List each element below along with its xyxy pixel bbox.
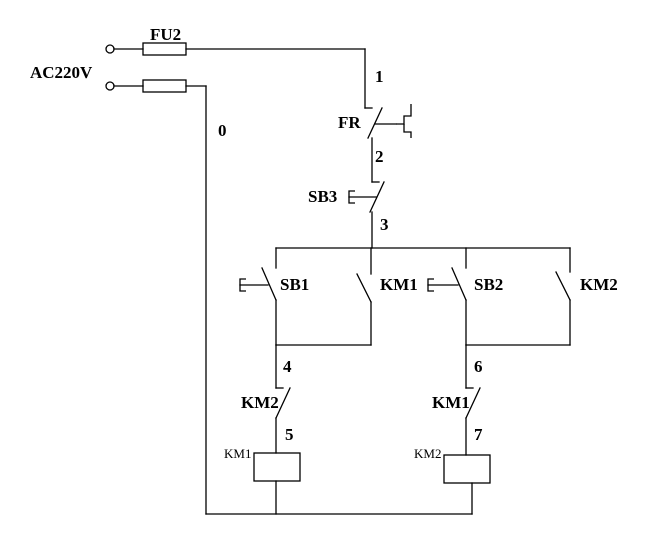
reverse-coil: [443, 454, 491, 515]
reverse-start-label: SB2: [474, 275, 503, 294]
supply-voltage-label: AC220V: [30, 63, 93, 82]
forward-hold-label: KM1: [380, 275, 418, 294]
node-label-5: 5: [285, 425, 294, 444]
node-label-3: 3: [380, 215, 389, 234]
node-label-2: 2: [375, 147, 384, 166]
forward-start-contact: [239, 247, 277, 346]
fuse-fu2: [142, 42, 187, 56]
forward-interlock-label: KM2: [241, 393, 279, 412]
node-label-0: 0: [218, 121, 227, 140]
node-label-7: 7: [474, 425, 483, 444]
node-label-6: 6: [474, 357, 483, 376]
line-phase: [113, 42, 366, 109]
reverse-coil-label: KM2: [414, 446, 441, 461]
fuse-neutral: [142, 79, 187, 93]
supply-terminal-top: [105, 44, 115, 54]
stop-button-contact: [348, 181, 385, 249]
reverse-hold-label: KM2: [580, 275, 618, 294]
reverse-interlock-label: KM1: [432, 393, 470, 412]
forward-coil: [253, 452, 301, 515]
node-label-1: 1: [375, 67, 384, 86]
reverse-start-contact: [427, 247, 467, 346]
node-label-4: 4: [283, 357, 292, 376]
overload-label: FR: [338, 113, 361, 132]
forward-coil-label: KM1: [224, 446, 251, 461]
forward-start-label: SB1: [280, 275, 309, 294]
overload-relay-contact: [364, 104, 412, 183]
forward-hold-contact: [275, 247, 372, 346]
supply-terminal-bottom: [105, 81, 115, 91]
stop-button-label: SB3: [308, 187, 337, 206]
fuse-fu2-label: FU2: [150, 25, 181, 44]
reverse-hold-contact: [465, 247, 571, 346]
forward-interlock-contact: [275, 344, 291, 454]
reverse-interlock-contact: [465, 344, 481, 456]
line-neutral: [113, 79, 473, 515]
